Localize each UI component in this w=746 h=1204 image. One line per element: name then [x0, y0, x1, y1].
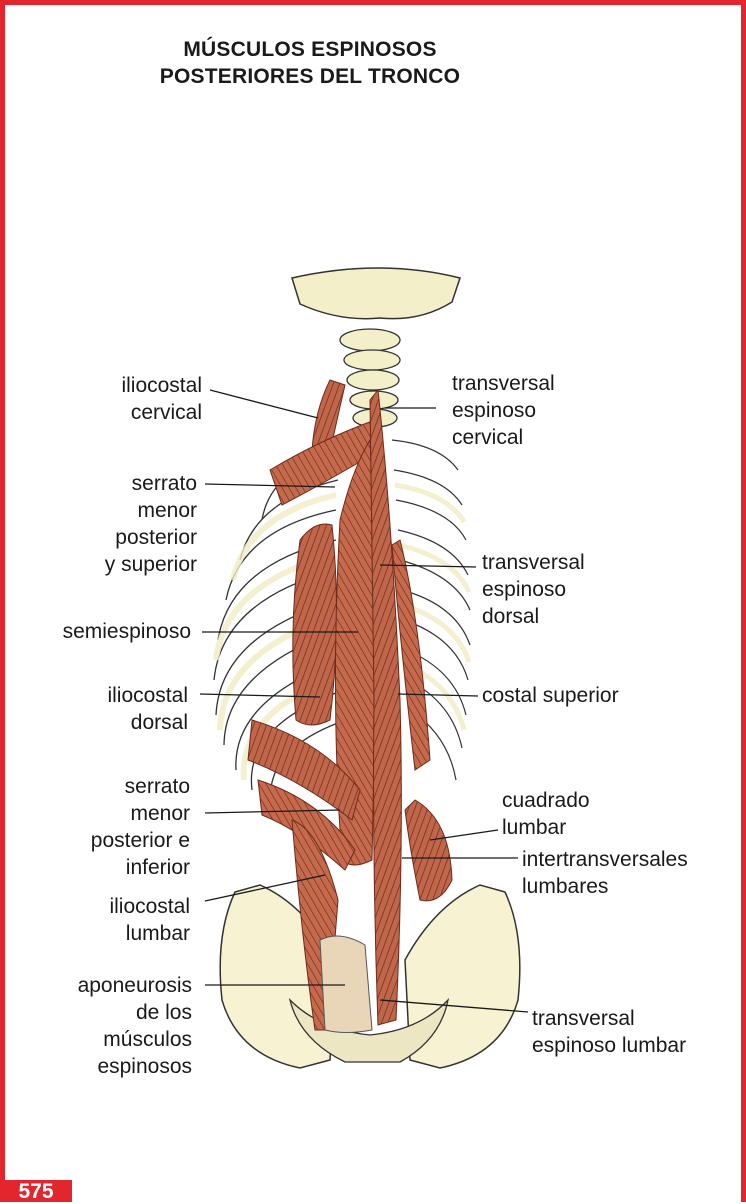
label-costal-superior: costal superior — [482, 682, 619, 709]
page-number: 575 — [0, 1180, 72, 1202]
label-serrato-inferior: serrato menor posterior e inferior — [91, 773, 190, 881]
label-transversal-dorsal: transversal espinoso dorsal — [482, 549, 585, 630]
iliocostal-dorsal-muscle — [293, 524, 337, 725]
label-transversal-cervical: transversal espinoso cervical — [452, 370, 555, 451]
label-serrato-superior: serrato menor posterior y superior — [105, 470, 197, 578]
label-iliocostal-lumbar: iliocostal lumbar — [109, 893, 190, 947]
skull-base — [292, 268, 460, 319]
aponeurosis-sheet — [320, 936, 372, 1033]
label-iliocostal-cervical: iliocostal cervical — [121, 372, 202, 426]
cuadrado-lumbar-muscle — [405, 800, 452, 901]
label-aponeurosis: aponeurosis de los músculos espinosos — [78, 972, 192, 1080]
label-transversal-lumbar: transversal espinoso lumbar — [532, 1005, 686, 1059]
label-intertransversales: intertransversales lumbares — [522, 846, 688, 900]
label-cuadrado-lumbar: cuadrado lumbar — [502, 787, 590, 841]
label-semiespinoso: semiespinoso — [63, 618, 191, 645]
label-iliocostal-dorsal: iliocostal dorsal — [107, 682, 188, 736]
